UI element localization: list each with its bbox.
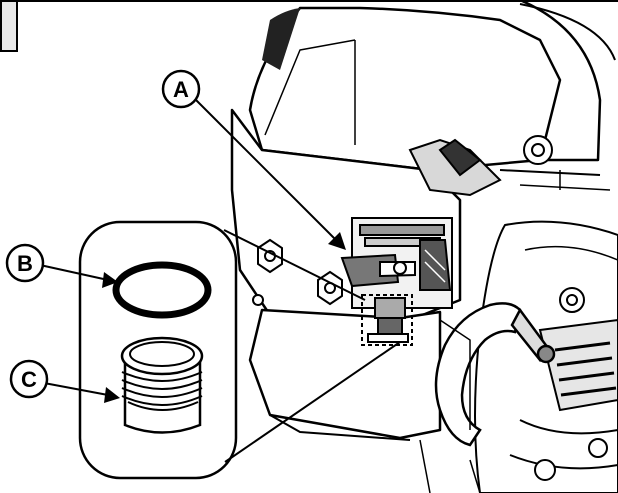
callout-a-label: A	[173, 77, 189, 102]
callout-c-label: C	[21, 367, 37, 392]
sediment-cup	[122, 338, 202, 433]
callout-b-label: B	[17, 251, 33, 276]
